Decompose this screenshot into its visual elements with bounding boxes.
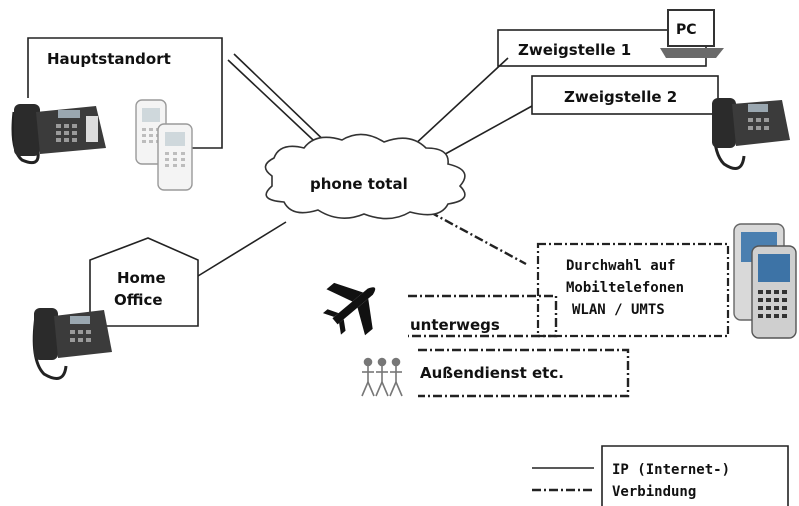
cordless-phones-icon xyxy=(135,99,193,191)
headquarters-frame xyxy=(27,37,223,149)
airplane-icon xyxy=(322,282,376,336)
laptop-icon: PC xyxy=(660,9,724,58)
link-mobile-hub xyxy=(429,210,527,266)
hub-label: phone total xyxy=(310,175,408,193)
travel-label: unterwegs xyxy=(410,316,500,334)
headquarters-node: Hauptstandort xyxy=(11,37,223,191)
field-label: Außendienst etc. xyxy=(420,364,564,382)
headquarters-label: Hauptstandort xyxy=(47,50,171,68)
mobile-label-line1: Durchwahl auf xyxy=(566,258,676,274)
pc-label: PC xyxy=(676,22,697,38)
house-shape xyxy=(89,237,199,327)
people-icon xyxy=(361,357,403,397)
travel-node: unterwegs xyxy=(322,282,558,338)
branch-phone-icon xyxy=(712,98,790,170)
home-office-node: Home Office xyxy=(32,237,199,380)
desk-phone-icon xyxy=(11,104,106,165)
link-hq-hub-2 xyxy=(233,53,335,151)
mobile-node: Durchwahl auf Mobiltelefonen WLAN / UMTS xyxy=(536,223,797,339)
mobile-box xyxy=(536,242,730,338)
home-label-line2: Office xyxy=(114,291,163,309)
travel-box xyxy=(408,294,558,338)
link-hq-hub xyxy=(227,59,329,155)
branch2-box xyxy=(531,75,719,115)
legend-label-line1: IP (Internet-) xyxy=(612,462,730,478)
link-home-hub xyxy=(197,221,287,277)
home-phone-icon xyxy=(32,308,112,380)
mobile-label-line3: WLAN / UMTS xyxy=(572,302,665,318)
branch2-label: Zweigstelle 2 xyxy=(564,88,677,106)
legend-frame xyxy=(601,445,789,506)
cloud-shape xyxy=(264,133,466,220)
home-label-line1: Home xyxy=(117,269,166,287)
smartphones-icon xyxy=(733,223,797,339)
legend-label-line2: Verbindung xyxy=(612,484,696,500)
mobile-label-line2: Mobiltelefonen xyxy=(566,280,684,296)
legend: IP (Internet-) Verbindung xyxy=(532,445,789,506)
field-box xyxy=(418,348,630,398)
phone-total-cloud: phone total xyxy=(264,133,466,220)
branch-offices: Zweigstelle 1 Zweigstelle 2 PC xyxy=(497,9,790,170)
field-service-node: Außendienst etc. xyxy=(361,348,630,398)
branch1-label: Zweigstelle 1 xyxy=(518,41,631,59)
